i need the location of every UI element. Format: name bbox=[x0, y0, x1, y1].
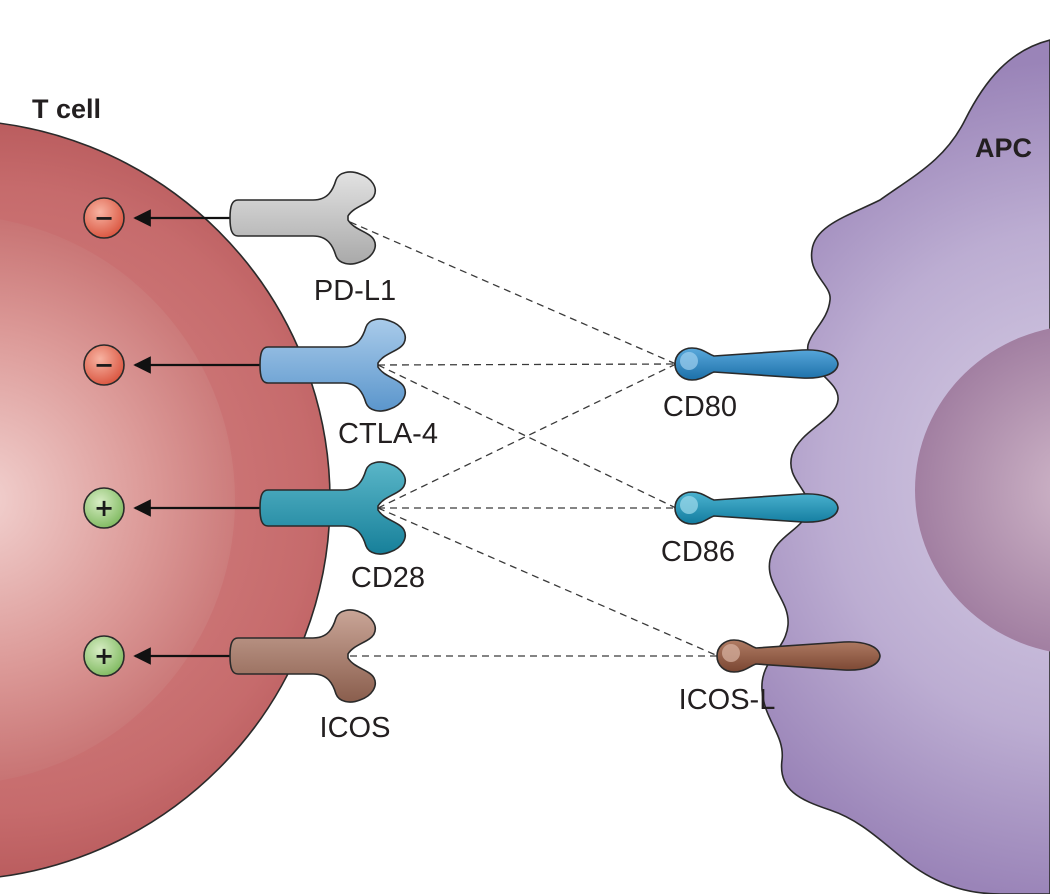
receptor-icos bbox=[229, 609, 376, 703]
apc-nucleus bbox=[915, 328, 1050, 652]
label-icos: ICOS bbox=[320, 712, 391, 744]
ligand-cd80 bbox=[674, 347, 839, 381]
ligand-cd86 bbox=[674, 491, 839, 525]
label-pdl1: PD-L1 bbox=[314, 275, 396, 307]
interaction-ctla4-cd80 bbox=[377, 363, 677, 366]
label-cd80: CD80 bbox=[663, 391, 737, 423]
sign-ctla4: − bbox=[83, 344, 125, 386]
sign-icos: + bbox=[83, 635, 125, 677]
svg-text:−: − bbox=[94, 351, 114, 379]
interaction-cd28-icosl bbox=[377, 507, 719, 657]
label-cd86: CD86 bbox=[661, 536, 735, 568]
t-cell-label: T cell bbox=[32, 94, 101, 124]
apc-cell bbox=[761, 39, 1050, 894]
label-icosl: ICOS-L bbox=[679, 684, 776, 716]
svg-text:+: + bbox=[94, 494, 114, 522]
sign-cd28: + bbox=[83, 487, 125, 529]
interaction-lines bbox=[349, 221, 719, 657]
label-ctla4: CTLA-4 bbox=[338, 418, 438, 450]
apc-label: APC bbox=[975, 133, 1032, 163]
svg-text:−: − bbox=[94, 204, 114, 232]
signal-arrows bbox=[133, 209, 270, 665]
label-cd28: CD28 bbox=[351, 562, 425, 594]
receptor-ctla4 bbox=[259, 318, 406, 412]
ligand-icosl bbox=[716, 639, 881, 673]
svg-text:+: + bbox=[94, 642, 114, 670]
receptor-cd28 bbox=[259, 461, 406, 555]
sign-pdl1: − bbox=[83, 197, 125, 239]
receptor-pdl1 bbox=[229, 171, 376, 265]
